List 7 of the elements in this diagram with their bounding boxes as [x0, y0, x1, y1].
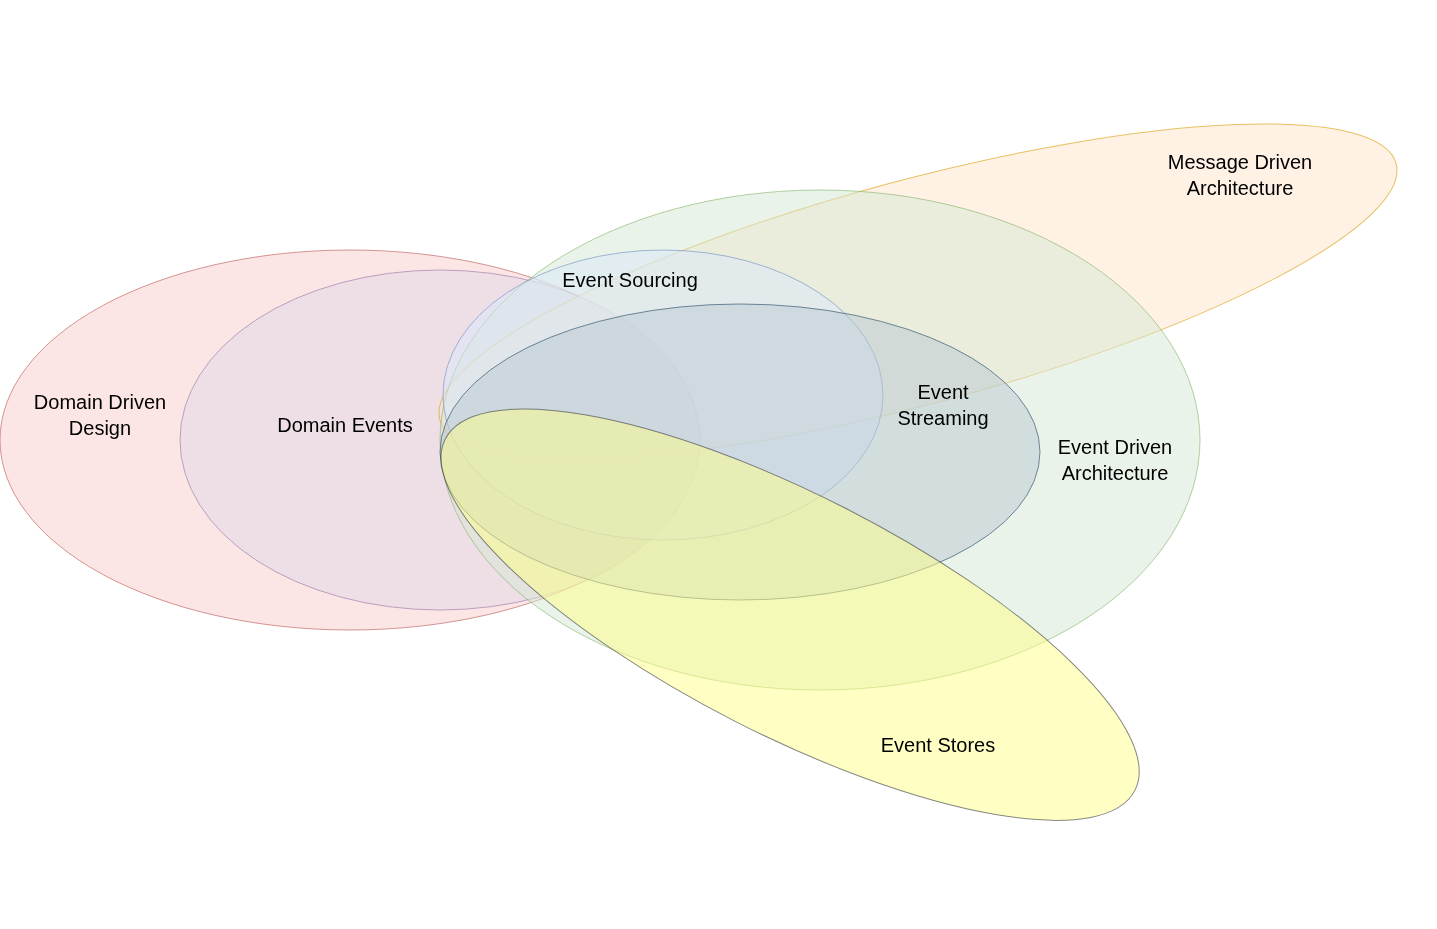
set-label: Event Stores — [879, 733, 997, 758]
set-label: Domain Events — [276, 413, 414, 438]
set-label: Domain Driven Design — [32, 390, 168, 441]
set-label: Message Driven Architecture — [1166, 150, 1314, 201]
set-label: Event Streaming — [896, 380, 990, 431]
set-label: Event Driven Architecture — [1056, 435, 1174, 486]
set-label: Event Sourcing — [561, 268, 699, 293]
